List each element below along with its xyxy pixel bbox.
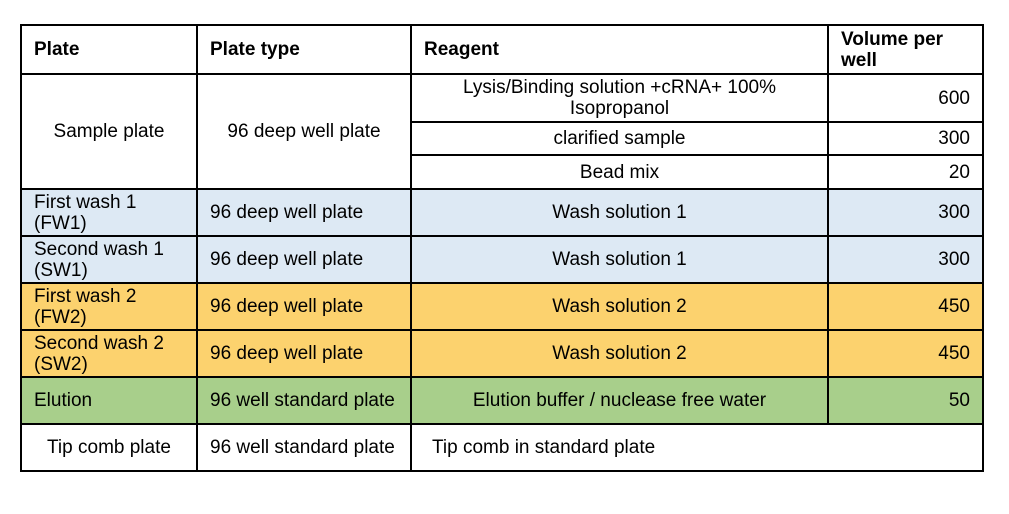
header-reagent: Reagent	[410, 24, 829, 75]
table-header-row: Plate Plate type Reagent Volume per well	[20, 24, 984, 75]
cell-reagent: Wash solution 1	[410, 235, 829, 284]
cell-plate: First wash 2 (FW2)	[20, 282, 198, 331]
table-row: Elution 96 well standard plate Elution b…	[20, 376, 984, 425]
cell-reagent: Lysis/Binding solution +cRNA+ 100% Isopr…	[410, 73, 829, 123]
cell-reagent: Bead mix	[410, 154, 829, 190]
cell-volume: 300	[827, 188, 984, 237]
cell-reagent: Wash solution 2	[410, 282, 829, 331]
cell-reagent: clarified sample	[410, 121, 829, 156]
cell-plate-type: 96 deep well plate	[196, 329, 412, 378]
cell-volume: 50	[827, 376, 984, 425]
cell-plate-type: 96 well standard plate	[196, 376, 412, 425]
cell-reagent: Wash solution 2	[410, 329, 829, 378]
cell-plate-type: 96 deep well plate	[196, 282, 412, 331]
header-volume: Volume per well	[827, 24, 984, 75]
cell-volume: 600	[827, 73, 984, 123]
cell-plate-type: 96 deep well plate	[196, 73, 412, 190]
table-row: Sample plate 96 deep well plate Lysis/Bi…	[20, 73, 984, 190]
table-row: Second wash 1 (SW1) 96 deep well plate W…	[20, 235, 984, 284]
table-row: Tip comb plate 96 well standard plate Ti…	[20, 423, 984, 472]
table-row: Second wash 2 (SW2) 96 deep well plate W…	[20, 329, 984, 378]
cell-plate-type: 96 deep well plate	[196, 188, 412, 237]
cell-volume: 450	[827, 282, 984, 331]
cell-reagent: Tip comb in standard plate	[410, 423, 984, 472]
cell-plate: Sample plate	[20, 73, 198, 190]
header-plate: Plate	[20, 24, 198, 75]
plate-reagent-table: Plate Plate type Reagent Volume per well…	[20, 24, 984, 472]
cell-plate: Elution	[20, 376, 198, 425]
cell-volume: 450	[827, 329, 984, 378]
cell-reagent: Elution buffer / nuclease free water	[410, 376, 829, 425]
cell-plate: First wash 1 (FW1)	[20, 188, 198, 237]
cell-plate: Tip comb plate	[20, 423, 198, 472]
cell-plate-type: 96 deep well plate	[196, 235, 412, 284]
cell-plate: Second wash 1 (SW1)	[20, 235, 198, 284]
table-row: clarified sample 300	[21, 121, 984, 156]
cell-volume: 300	[827, 121, 984, 156]
table-row: First wash 2 (FW2) 96 deep well plate Wa…	[20, 282, 984, 331]
header-plate-type: Plate type	[196, 24, 412, 75]
cell-volume: 20	[827, 154, 984, 190]
cell-plate-type: 96 well standard plate	[196, 423, 412, 472]
cell-volume: 300	[827, 235, 984, 284]
table-row: Bead mix 20	[21, 154, 984, 190]
cell-reagent: Wash solution 1	[410, 188, 829, 237]
table-row: First wash 1 (FW1) 96 deep well plate Wa…	[20, 188, 984, 237]
cell-plate: Second wash 2 (SW2)	[20, 329, 198, 378]
